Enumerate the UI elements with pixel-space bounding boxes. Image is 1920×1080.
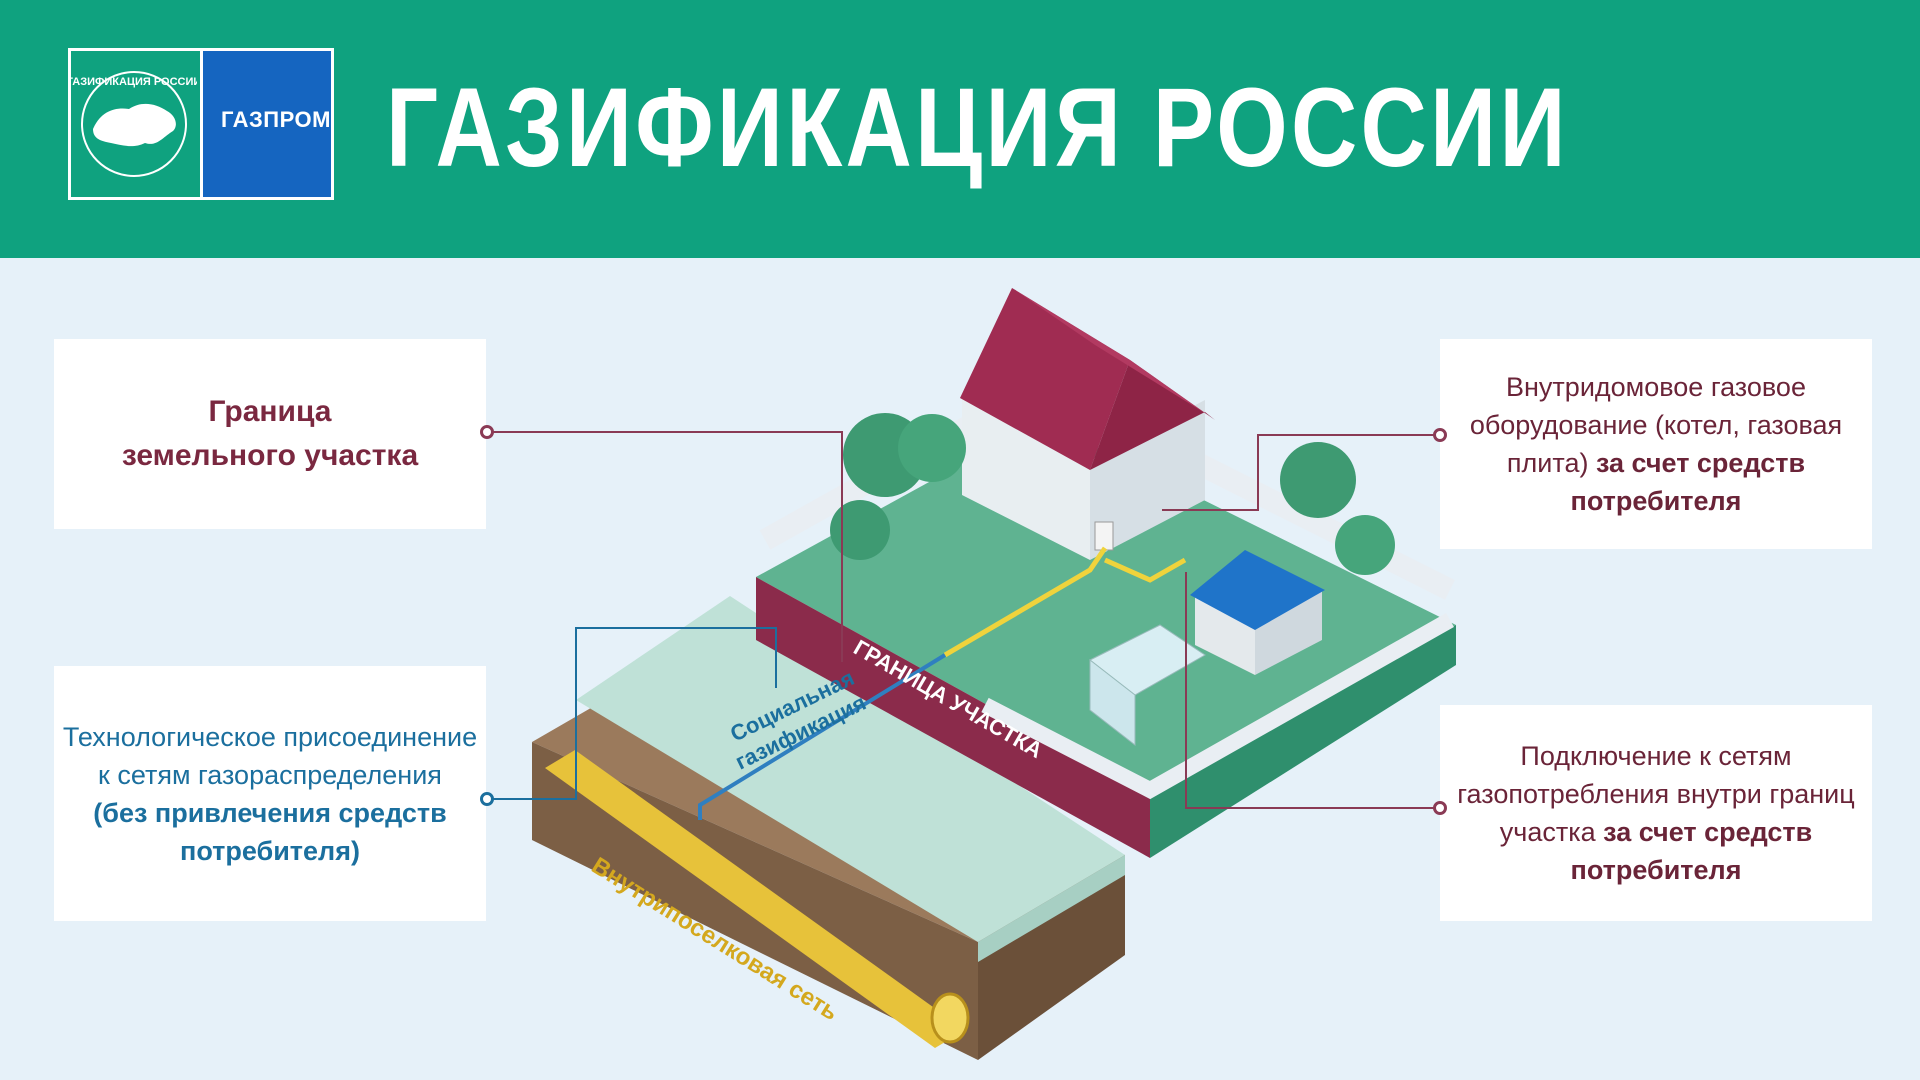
logo-block: ГАЗИФИКАЦИЯ РОССИИ ГАЗПРОМ: [67, 48, 334, 200]
tech-line1: Технологическое присоединение: [62, 721, 478, 752]
conn-line2: газопотребления внутри границ: [1457, 779, 1855, 809]
house-gas-pipe: [1103, 557, 1187, 583]
gazprom-logo: ГАЗПРОМ: [203, 51, 331, 197]
indoor-equipment-card: Внутридомовое газовое оборудование (коте…: [1440, 339, 1872, 549]
road-surface: [576, 596, 1125, 942]
social-gas-pipe: [698, 653, 947, 820]
callout-dot-tech: [480, 792, 494, 806]
conn-bold1: за счет средств: [1603, 817, 1813, 847]
indoor-line3a: плита): [1506, 448, 1596, 478]
plot-side: [1150, 625, 1456, 858]
callout-dot-indoor: [1433, 428, 1447, 442]
callout-line-indoor: [1162, 434, 1440, 511]
indoor-line2: оборудование (котел, газовая: [1469, 410, 1843, 440]
plot-boundary-strip: [756, 577, 1150, 858]
village-pipe: [545, 750, 965, 1048]
road-edge: [978, 855, 1125, 962]
plot-ground: [756, 420, 1456, 795]
garage-side: [1255, 590, 1322, 675]
tech-line2: к сетям газораспределения: [98, 759, 442, 790]
greenhouse-side: [1089, 658, 1136, 747]
page-title: ГАЗИФИКАЦИЯ РОССИИ: [386, 65, 1569, 190]
callout-dot-conn: [1433, 801, 1447, 815]
plot-boundary-card: Граница земельного участка: [54, 339, 486, 529]
indoor-line1: Внутридомовое газовое: [1506, 372, 1806, 402]
gas-meter: [1094, 521, 1114, 551]
gasification-logo: ГАЗИФИКАЦИЯ РОССИИ: [67, 51, 203, 197]
header-bar: ГАЗИФИКАЦИЯ РОССИИ ГАЗПРОМ ГАЗИФИКАЦИЯ Р…: [0, 0, 1920, 258]
plot-gas-pipe: [943, 546, 1108, 658]
house-wall-left: [962, 395, 1090, 560]
callout-line-tech: [486, 627, 777, 800]
callout-dot-plot: [480, 425, 494, 439]
gasification-diagram: Социальная газификация ГРАНИЦА УЧАСТКА В…: [486, 288, 1456, 1060]
pipe-end: [930, 992, 970, 1044]
tree: [830, 500, 890, 560]
tech-bold1: (без привлечения средств: [93, 797, 447, 828]
gazprom-logo-text: ГАЗПРОМ: [221, 107, 331, 132]
svg-text:ГАЗИФИКАЦИЯ РОССИИ: ГАЗИФИКАЦИЯ РОССИИ: [71, 76, 197, 88]
tree: [1335, 515, 1395, 575]
tech-connection-card: Технологическое присоединение к сетям га…: [54, 666, 486, 921]
plot-boundary-line1: Граница: [208, 395, 332, 428]
russia-map-icon: ГАЗИФИКАЦИЯ РОССИИ: [67, 71, 201, 177]
house-wall-right: [1090, 400, 1205, 560]
house-roof-right: [1090, 360, 1215, 470]
plot-boundary-line2: земельного участка: [121, 439, 419, 472]
house-roof-left: [960, 288, 1130, 470]
garage-roof: [1190, 550, 1325, 630]
indoor-bold2: потребителя: [1570, 486, 1742, 516]
fence-front: [981, 613, 1454, 800]
conn-bold2: потребителя: [1570, 855, 1742, 885]
connection-inside-card: Подключение к сетям газопотребления внут…: [1440, 705, 1872, 921]
garage-wall: [1195, 595, 1255, 675]
tree: [898, 414, 966, 482]
callout-line-conn: [1185, 572, 1440, 809]
conn-line3a: участка: [1499, 817, 1604, 847]
tech-bold2: потребителя): [180, 835, 360, 866]
indoor-bold1: за счет средств: [1595, 448, 1806, 478]
callout-line-plot: [486, 431, 843, 662]
conn-line1: Подключение к сетям: [1520, 741, 1792, 771]
soil-side: [978, 855, 1125, 1060]
house-roof-ridge: [1012, 288, 1208, 415]
tree: [1280, 442, 1356, 518]
